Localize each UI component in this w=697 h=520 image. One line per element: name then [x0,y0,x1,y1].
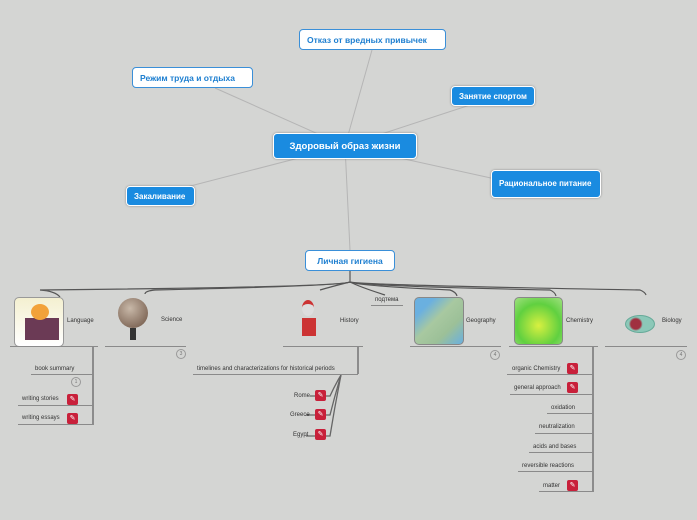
link-icon[interactable]: ✎ [67,413,78,424]
roman-soldier-image [302,300,320,340]
link-icon[interactable]: ✎ [567,363,578,374]
list-item[interactable]: reversible reactions [522,463,575,469]
topic-sport[interactable]: Занятие спортом [451,86,535,106]
history-label[interactable]: History [340,318,359,324]
collapsed-count[interactable]: 4 [676,350,686,360]
biology-label[interactable]: Biology [662,318,682,324]
topic-habits[interactable]: Отказ от вредных привычек [299,29,446,50]
subtheme-label[interactable]: подтема [375,297,399,303]
list-item[interactable]: general approach [514,385,561,391]
collapsed-count[interactable]: 1 [71,377,81,387]
list-item[interactable]: timelines and characterizations for hist… [197,366,335,372]
language-label[interactable]: Language [67,318,94,324]
language-image [14,297,64,347]
list-item[interactable]: writing stories [22,396,59,402]
topic-regime[interactable]: Режим труда и отдыха [132,67,253,88]
bacterium-image [625,315,655,333]
list-item[interactable]: matter [543,483,561,489]
central-topic[interactable]: Здоровый образ жизни [273,133,417,159]
link-icon[interactable]: ✎ [315,409,326,420]
list-item[interactable]: acids and bases [533,444,577,450]
europe-map-image [414,297,464,345]
list-item[interactable]: book summary [35,366,75,372]
link-icon[interactable]: ✎ [315,429,326,440]
globe-image [118,298,148,328]
flask-image [514,297,563,345]
geography-label[interactable]: Geography [466,318,496,324]
link-icon[interactable]: ✎ [67,394,78,405]
collapsed-count[interactable]: 3 [176,349,186,359]
topic-hygiene[interactable]: Личная гигиена [305,250,395,271]
chemistry-label[interactable]: Chemistry [566,318,594,324]
link-icon[interactable]: ✎ [567,480,578,491]
list-item[interactable]: organic Chemistry [512,366,561,372]
link-icon[interactable]: ✎ [567,382,578,393]
list-item[interactable]: Egypt [293,432,309,438]
collapsed-count[interactable]: 4 [490,350,500,360]
topic-nutrition[interactable]: Рациональное питание [491,170,601,198]
list-item[interactable]: writing essays [22,415,60,421]
list-item[interactable]: Greece [290,412,310,418]
list-item[interactable]: neutralization [539,424,575,430]
list-item[interactable]: Rome [294,393,311,399]
science-label[interactable]: Science [161,317,183,323]
link-icon[interactable]: ✎ [315,390,326,401]
list-item[interactable]: oxidation [551,405,576,411]
topic-hardening[interactable]: Закаливание [126,186,195,206]
